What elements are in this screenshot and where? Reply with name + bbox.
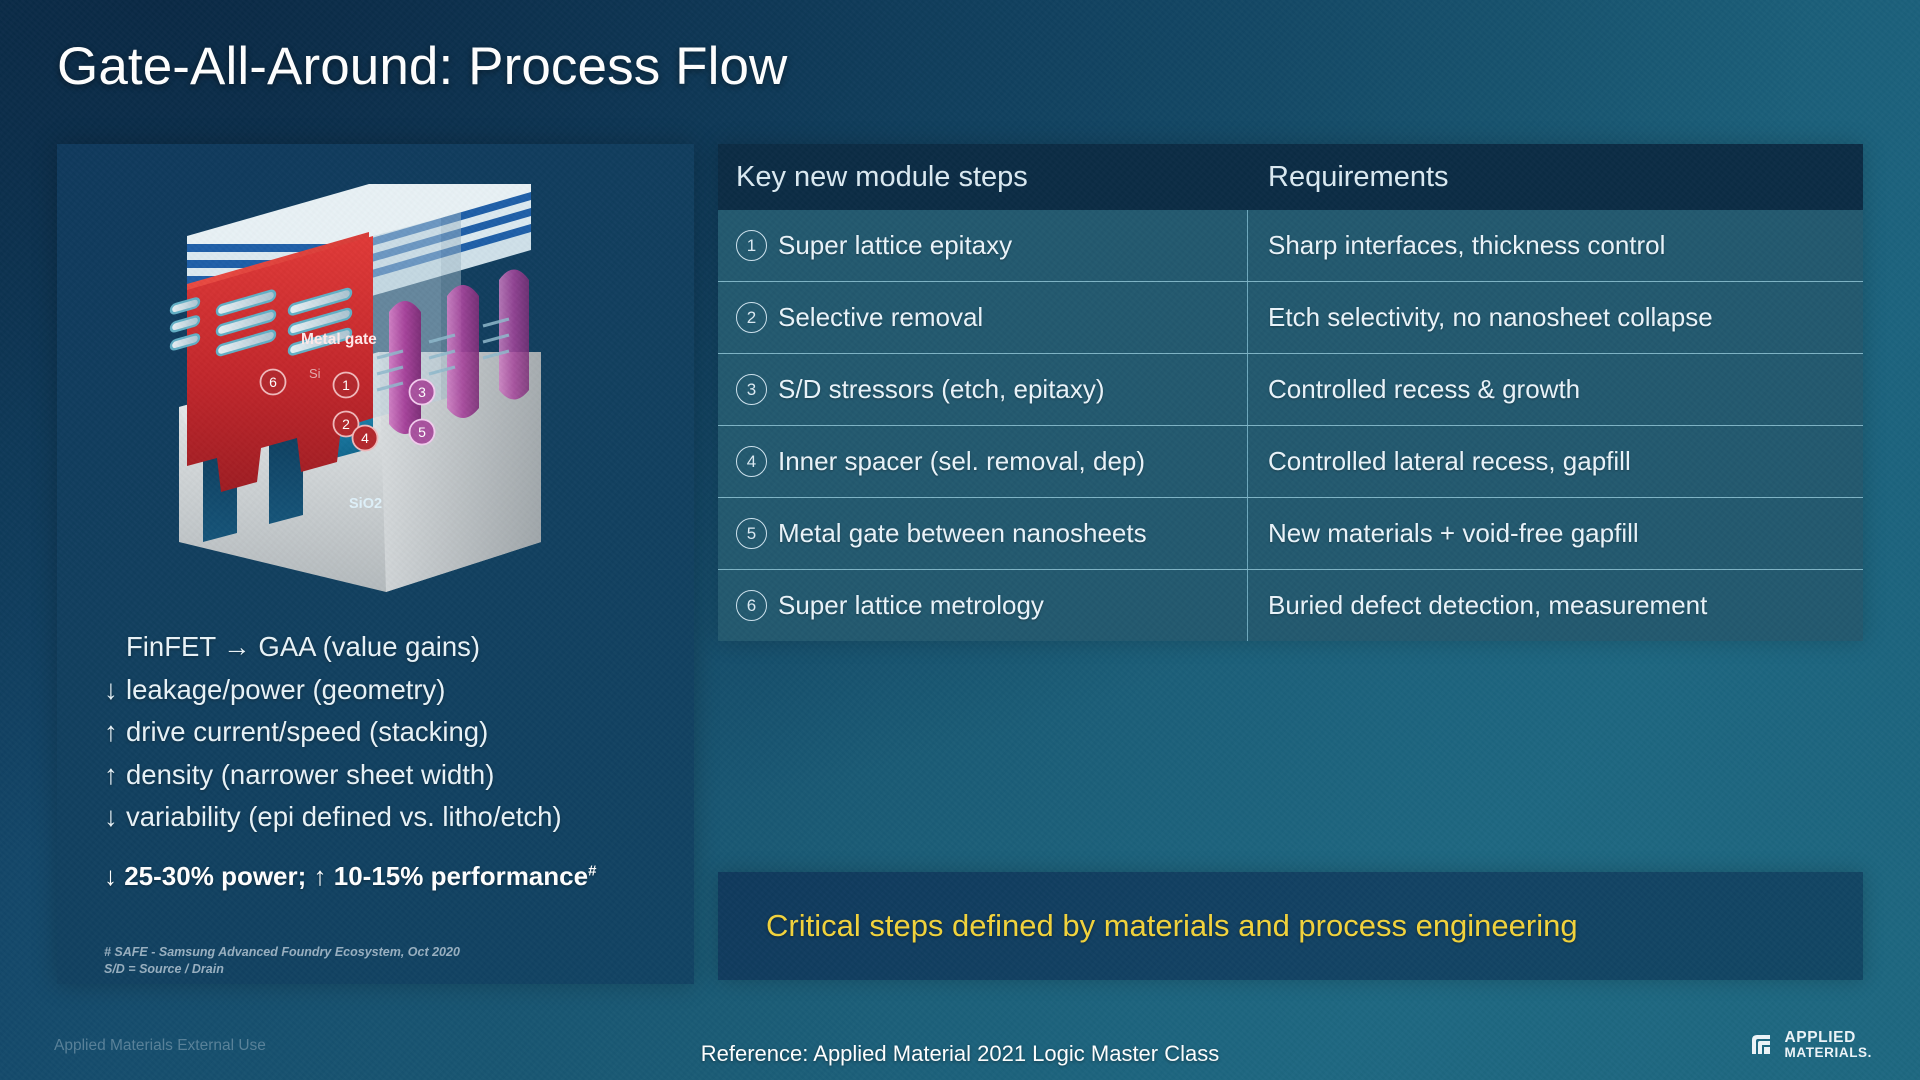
- requirement-label: Buried defect detection, measurement: [1268, 590, 1708, 620]
- table-cell-requirement: Controlled recess & growth: [1248, 354, 1863, 425]
- logo-line-1: APPLIED: [1784, 1029, 1856, 1047]
- table-row[interactable]: 6 Super lattice metrology Buried defect …: [718, 569, 1863, 641]
- step-label: Selective removal: [778, 302, 984, 332]
- step-number-badge: 2: [736, 302, 767, 333]
- logo-line-2: MATERIALS.: [1784, 1045, 1872, 1061]
- summary-footnote-marker: #: [588, 862, 597, 880]
- footnotes: # SAFE - Samsung Advanced Foundry Ecosys…: [104, 944, 664, 978]
- label-sio2: SiO2: [349, 496, 382, 512]
- footnote-safe: # SAFE - Samsung Advanced Foundry Ecosys…: [104, 945, 460, 959]
- list-item: ↓leakage/power (geometry): [104, 669, 664, 712]
- svg-text:6: 6: [269, 374, 277, 390]
- figure-callout-6: 6: [259, 368, 286, 396]
- svg-text:1: 1: [342, 377, 350, 393]
- table-cell-step: 2 Selective removal: [718, 282, 1248, 353]
- table-row[interactable]: 5 Metal gate between nanosheets New mate…: [718, 497, 1863, 569]
- applied-materials-mark-icon: [1751, 1035, 1770, 1054]
- logo-wordmark: APPLIED MATERIALS.: [1785, 1030, 1873, 1060]
- list-item-label: drive current/speed (stacking): [126, 716, 489, 747]
- step-number-badge: 3: [736, 374, 767, 405]
- column-header-label: Key new module steps: [736, 160, 1028, 193]
- nanosheet-group-mid-left: [215, 289, 276, 357]
- list-item: ↑ drive current/speed (stacking): [104, 711, 664, 754]
- bullet-arrow-up: ↑: [104, 716, 118, 747]
- table-header-row: Key new module steps Requirements: [718, 144, 1863, 210]
- figure-callout-1: 1: [332, 371, 359, 399]
- page-title: Gate-All-Around: Process Flow: [57, 37, 788, 96]
- step-label: Super lattice epitaxy: [778, 230, 1013, 260]
- table-cell-requirement: Controlled lateral recess, gapfill: [1248, 426, 1863, 497]
- svg-text:5: 5: [418, 424, 426, 440]
- requirement-label: Sharp interfaces, thickness control: [1268, 230, 1666, 260]
- list-item: ↑density (narrower sheet width): [104, 754, 664, 797]
- nanosheet-group-mid-right: [287, 287, 352, 356]
- step-number-badge: 5: [736, 518, 767, 549]
- figure-callout-2: 2: [332, 410, 359, 438]
- table-cell-requirement: New materials + void-free gapfill: [1248, 498, 1863, 569]
- table-row[interactable]: 3 S/D stressors (etch, epitaxy) Controll…: [718, 353, 1863, 425]
- summary-metrics: ↓ 25-30% power; ↑ 10-15% performance#: [104, 861, 674, 892]
- list-item-label: FinFET → GAA (value gains): [126, 631, 481, 662]
- label-metal-gate: Metal gate: [301, 331, 377, 348]
- svg-text:2: 2: [342, 416, 350, 432]
- nanosheet-tracks: [169, 287, 352, 357]
- step-label: S/D stressors (etch, epitaxy): [778, 374, 1105, 404]
- step-number-badge: 1: [736, 230, 767, 261]
- list-item-label: density (narrower sheet width): [126, 758, 495, 790]
- table-cell-step: 3 S/D stressors (etch, epitaxy): [718, 354, 1248, 425]
- table-cell-step: 5 Metal gate between nanosheets: [718, 498, 1248, 569]
- list-item-label: variability (epi defined vs. litho/etch): [126, 801, 562, 832]
- svg-text:4: 4: [361, 430, 369, 446]
- key-message-text: Critical steps defined by materials and …: [766, 908, 1578, 943]
- value-gains-list: FinFET → GAA (value gains) ↓leakage/powe…: [104, 626, 664, 839]
- table-row[interactable]: 2 Selective removal Etch selectivity, no…: [718, 281, 1863, 353]
- step-label: Metal gate between nanosheets: [778, 518, 1147, 548]
- list-item: FinFET → GAA (value gains): [104, 626, 664, 669]
- figure-callout-3: 3: [408, 378, 435, 406]
- step-number-badge: 6: [736, 590, 767, 621]
- svg-text:3: 3: [418, 384, 426, 400]
- table-cell-requirement: Buried defect detection, measurement: [1248, 570, 1863, 641]
- requirement-label: Etch selectivity, no nanosheet collapse: [1268, 302, 1713, 332]
- step-label: Super lattice metrology: [778, 590, 1044, 620]
- table-cell-step: 1 Super lattice epitaxy: [718, 210, 1248, 281]
- list-item-label: leakage/power (geometry): [126, 673, 446, 705]
- requirement-label: Controlled lateral recess, gapfill: [1268, 446, 1631, 476]
- footnote-sd: S/D = Source / Drain: [104, 962, 224, 976]
- step-label: Inner spacer (sel. removal, dep): [778, 446, 1146, 476]
- gaa-device-svg: Metal gate Si SiO2 6 1 2: [169, 184, 541, 592]
- summary-text: ↓ 25-30% power; ↑ 10-15% performance: [104, 861, 589, 891]
- bullet-arrow-down: ↓: [104, 801, 118, 832]
- table-cell-requirement: Etch selectivity, no nanosheet collapse: [1248, 282, 1863, 353]
- label-si: Si: [309, 366, 321, 381]
- requirement-label: New materials + void-free gapfill: [1268, 518, 1639, 548]
- step-number-badge: 4: [736, 446, 767, 477]
- bullet-arrow-up: ↑: [104, 758, 118, 790]
- figure-callout-5: 5: [408, 418, 435, 446]
- table-cell-step: 6 Super lattice metrology: [718, 570, 1248, 641]
- nanosheet-group-left: [169, 297, 200, 351]
- table-cell-step: 4 Inner spacer (sel. removal, dep): [718, 426, 1248, 497]
- table-header-cell-steps: Key new module steps: [718, 144, 1248, 210]
- column-header-label: Requirements: [1268, 160, 1449, 193]
- table-cell-requirement: Sharp interfaces, thickness control: [1248, 210, 1863, 281]
- list-item: ↓ variability (epi defined vs. litho/etch…: [104, 796, 664, 839]
- left-panel: Metal gate Si SiO2 6 1 2: [57, 144, 694, 984]
- gaa-device-diagram: Metal gate Si SiO2 6 1 2: [57, 162, 694, 602]
- table-row[interactable]: 1 Super lattice epitaxy Sharp interfaces…: [718, 210, 1863, 281]
- table-header-cell-requirements: Requirements: [1248, 144, 1863, 210]
- key-message-banner: Critical steps defined by materials and …: [718, 872, 1863, 980]
- footer-reference: Reference: Applied Material 2021 Logic M…: [700, 1041, 1220, 1066]
- figure-callout-4: 4: [351, 424, 378, 452]
- module-steps-table: Key new module steps Requirements 1 Supe…: [718, 144, 1863, 641]
- footer-classification: Applied Materials External Use: [54, 1037, 266, 1054]
- applied-materials-logo: APPLIED MATERIALS.: [1746, 1030, 1873, 1060]
- bullet-arrow-down: ↓: [104, 673, 118, 705]
- table-row[interactable]: 4 Inner spacer (sel. removal, dep) Contr…: [718, 425, 1863, 497]
- requirement-label: Controlled recess & growth: [1268, 374, 1581, 404]
